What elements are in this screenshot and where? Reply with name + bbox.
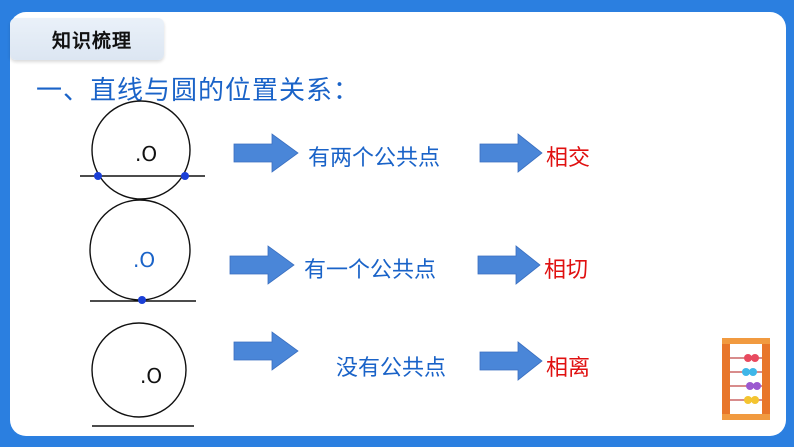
arrow-row2-second: [477, 245, 541, 285]
center-label-row1: .O: [135, 142, 158, 166]
arrow-row3-second: [479, 341, 543, 381]
circle-separate: [91, 322, 187, 418]
tangent-point: [138, 296, 146, 304]
arrow-row1-first: [233, 133, 299, 173]
arrow-row1-second: [479, 133, 543, 173]
arrow-row2-first: [229, 245, 295, 285]
slide-card: [10, 12, 786, 436]
section-tag-label: 知识梳理: [52, 30, 133, 52]
result-row2: 相切: [544, 258, 589, 283]
arrow-row3-first: [233, 331, 299, 371]
condition-row2: 有一个公共点: [304, 258, 437, 283]
condition-row1: 有两个公共点: [308, 146, 441, 171]
intersection-point-right: [181, 172, 189, 180]
abacus-icon: [722, 338, 770, 420]
intersection-point-left: [94, 172, 102, 180]
circle-intersect: [91, 100, 191, 200]
result-row3: 相离: [546, 356, 591, 381]
section-tag: [10, 18, 164, 60]
condition-row3: 没有公共点: [336, 356, 447, 381]
heading: 一、直线与圆的位置关系：: [36, 76, 361, 106]
center-label-row3: .O: [140, 364, 163, 388]
center-label-row2: .O: [133, 248, 156, 272]
result-row1: 相交: [546, 146, 591, 171]
